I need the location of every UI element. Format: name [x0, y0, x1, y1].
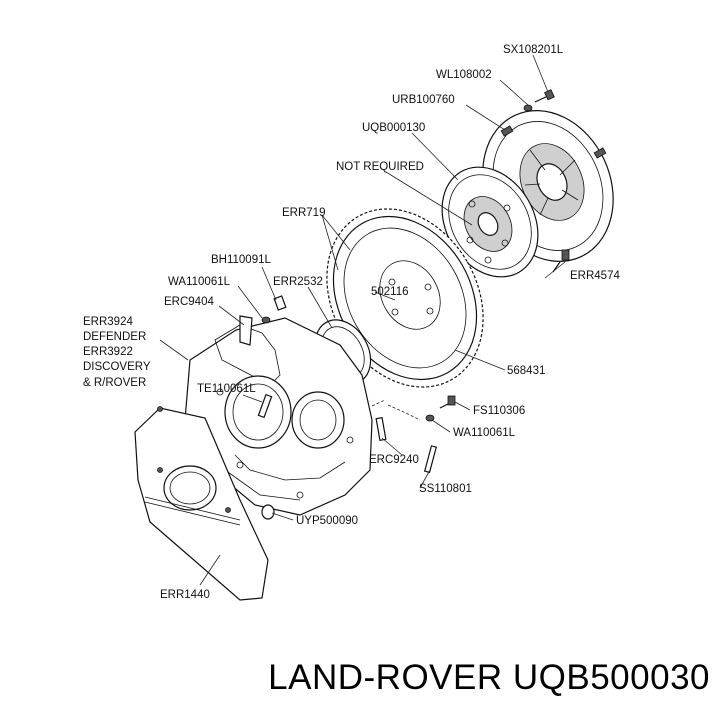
label-r-rover: & R/ROVER	[83, 377, 146, 389]
label-fs110306: FS110306	[473, 405, 525, 417]
label-uqb000130: UQB000130	[362, 122, 425, 134]
label-err1440: ERR1440	[160, 589, 210, 601]
label-ss110801: SS110801	[419, 483, 472, 495]
label-wa110061l-bottom: WA110061L	[453, 427, 516, 439]
leader-lines	[159, 54, 566, 586]
label-568431: 568431	[507, 365, 545, 377]
label-err3924: ERR3924	[83, 316, 133, 328]
label-502116: 502116	[371, 286, 409, 298]
label-err2532: ERR2532	[273, 276, 323, 288]
label-sx108201l: SX108201L	[503, 44, 564, 56]
product-title: LAND-ROVER UQB500030	[268, 658, 710, 697]
label-err4574: ERR4574	[570, 270, 620, 282]
label-te110061l: TE110061L	[197, 383, 256, 395]
part-labels: SX108201L WL108002 URB100760 UQB000130 N…	[83, 44, 620, 601]
clutch-disc-drawing	[441, 166, 539, 278]
label-urb100760: URB100760	[392, 94, 455, 106]
label-err719: ERR719	[282, 207, 325, 219]
label-discovery: DISCOVERY	[83, 361, 151, 373]
label-defender: DEFENDER	[83, 331, 146, 343]
label-not-required: NOT REQUIRED	[336, 161, 424, 173]
label-uyp500090: UYP500090	[296, 515, 358, 527]
back-plate-drawing	[134, 406, 269, 601]
label-erc9240: ERC9240	[369, 454, 419, 466]
label-bh110091l: BH110091L	[211, 254, 271, 266]
label-wa110061l-top: WA110061L	[168, 276, 231, 288]
label-wl108002: WL108002	[436, 69, 492, 81]
label-err3922: ERR3922	[83, 346, 133, 358]
cover-bolt-drawing	[523, 89, 555, 112]
flywheel-housing-drawing	[184, 317, 373, 516]
label-erc9404: ERC9404	[164, 296, 214, 308]
